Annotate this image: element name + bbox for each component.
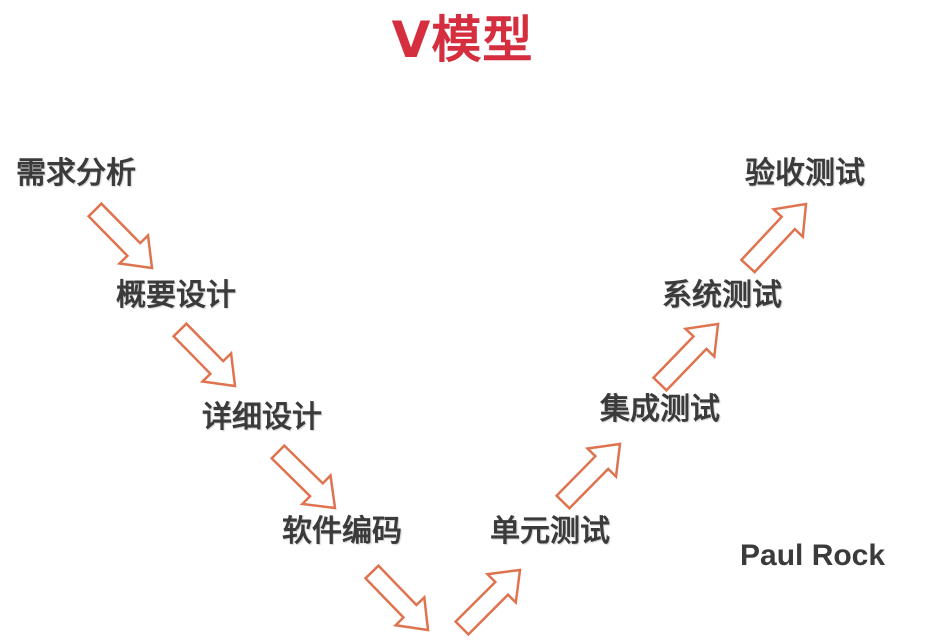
author-name: Paul Rock bbox=[740, 539, 886, 572]
stage-detailed-design: 详细设计 bbox=[202, 400, 322, 435]
stage-acceptance-test: 验收测试 bbox=[745, 156, 865, 191]
arrow-integration-to-system bbox=[651, 322, 720, 393]
arrow-requirements-to-design bbox=[86, 201, 154, 270]
arrow-detailed-to-coding bbox=[269, 443, 337, 510]
stage-unit-test: 单元测试 bbox=[490, 514, 610, 549]
stage-system-test: 系统测试 bbox=[662, 278, 782, 313]
arrow-bottom-to-unit bbox=[453, 568, 522, 637]
stage-high-level-design: 概要设计 bbox=[116, 278, 236, 313]
arrow-unit-to-integration bbox=[554, 442, 622, 511]
diagram-title: V模型 bbox=[391, 11, 534, 69]
arrow-system-to-acceptance bbox=[739, 202, 808, 274]
arrow-design-to-detailed bbox=[171, 321, 237, 388]
arrow-coding-to-bottom bbox=[363, 563, 430, 632]
stage-integration-test: 集成测试 bbox=[600, 392, 720, 427]
stage-requirements: 需求分析 bbox=[16, 156, 136, 191]
stage-coding: 软件编码 bbox=[282, 514, 402, 549]
